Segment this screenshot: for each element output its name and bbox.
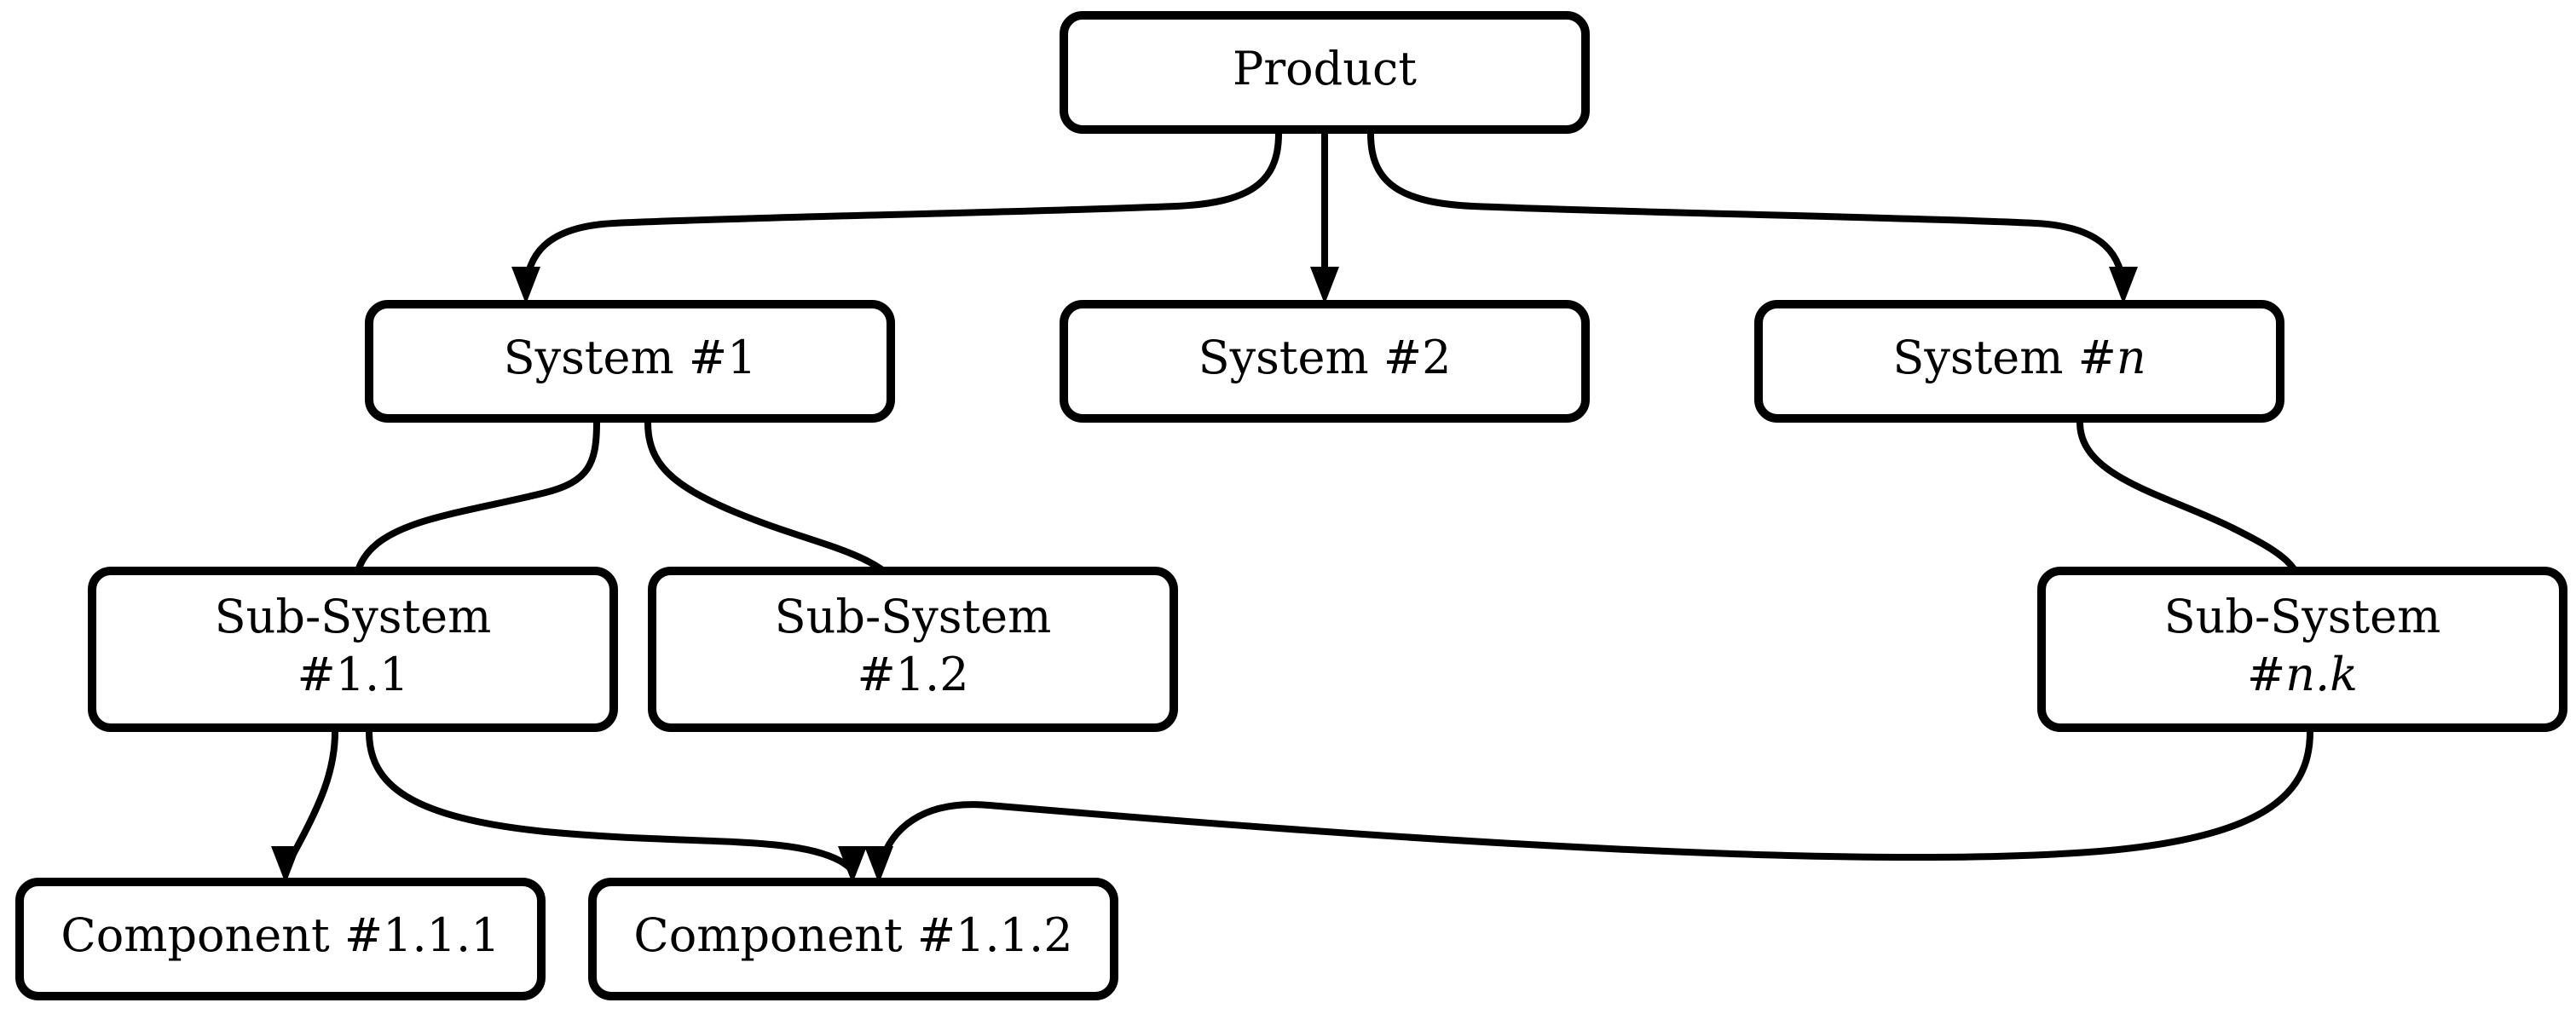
edges-layer xyxy=(271,130,2317,884)
node-subsystem-1-2-label-line2: #1.2 xyxy=(857,648,968,701)
node-system-n[interactable]: System #n xyxy=(1754,300,2284,423)
node-subsystem-n-k[interactable]: Sub-System#n.k xyxy=(2037,567,2567,732)
edge-subsystemnk-component112 xyxy=(864,729,2313,884)
node-subsystem-n-k-label-line1: Sub-System xyxy=(2164,590,2441,643)
edge-product-systemn-arrowhead-icon xyxy=(2109,267,2138,304)
node-system-2[interactable]: System #2 xyxy=(1060,300,1590,423)
node-system-n-label: System #n xyxy=(1892,331,2146,384)
edge-subsystemnk-component112-arrowhead-icon xyxy=(864,846,893,884)
node-component-1-1-1[interactable]: Component #1.1.1 xyxy=(15,878,546,1000)
node-subsystem-1-1-box[interactable] xyxy=(88,567,618,732)
edge-product-system1-arrowhead-icon xyxy=(511,267,540,304)
edge-product-system2-arrowhead-icon xyxy=(1310,267,1339,304)
edge-subsystem11-component112 xyxy=(366,729,867,884)
node-component-1-1-2[interactable]: Component #1.1.2 xyxy=(588,878,1118,1000)
edge-subsystemnk-component112-line xyxy=(875,729,2313,877)
node-product-label: Product xyxy=(1233,42,1417,95)
edge-product-system1-line xyxy=(523,130,1282,297)
node-component-1-1-1-box[interactable] xyxy=(15,878,546,1000)
node-product-box[interactable] xyxy=(1060,11,1590,134)
node-system-1-label: System #1 xyxy=(504,331,757,384)
edge-product-system2 xyxy=(1310,130,1339,304)
node-subsystem-1-1[interactable]: Sub-System#1.1 xyxy=(88,567,618,732)
node-component-1-1-2-box[interactable] xyxy=(588,878,1118,1000)
node-subsystem-1-1-label-line1: Sub-System xyxy=(215,590,492,643)
node-subsystem-1-2[interactable]: Sub-System#1.2 xyxy=(648,567,1178,732)
node-subsystem-1-2-box[interactable] xyxy=(648,567,1178,732)
node-system-2-label: System #2 xyxy=(1198,331,1452,384)
edge-subsystem11-component111-arrowhead-icon xyxy=(271,846,300,884)
node-system-1[interactable]: System #1 xyxy=(365,300,895,423)
edge-subsystem11-component111 xyxy=(271,729,338,884)
edge-subsystem11-component112-line xyxy=(366,729,856,877)
node-component-1-1-1-label: Component #1.1.1 xyxy=(61,908,500,962)
edge-system1-subsystem12-line xyxy=(644,419,912,600)
node-system-n-box[interactable] xyxy=(1754,300,2284,423)
edge-subsystem11-component112-arrowhead-icon xyxy=(838,846,867,884)
node-subsystem-1-2-label-line1: Sub-System xyxy=(775,590,1052,643)
node-system-2-box[interactable] xyxy=(1060,300,1590,423)
edge-product-systemn xyxy=(1367,130,2138,304)
node-subsystem-n-k-label-line2: #n.k xyxy=(2247,648,2358,701)
node-system-1-box[interactable] xyxy=(365,300,895,423)
node-component-1-1-2-label: Component #1.1.2 xyxy=(633,908,1072,962)
node-product[interactable]: Product xyxy=(1060,11,1590,134)
edge-product-system1 xyxy=(511,130,1282,304)
node-subsystem-1-1-label-line2: #1.1 xyxy=(297,648,408,701)
edge-product-systemn-line xyxy=(1367,130,2127,297)
node-subsystem-n-k-box[interactable] xyxy=(2037,567,2567,732)
